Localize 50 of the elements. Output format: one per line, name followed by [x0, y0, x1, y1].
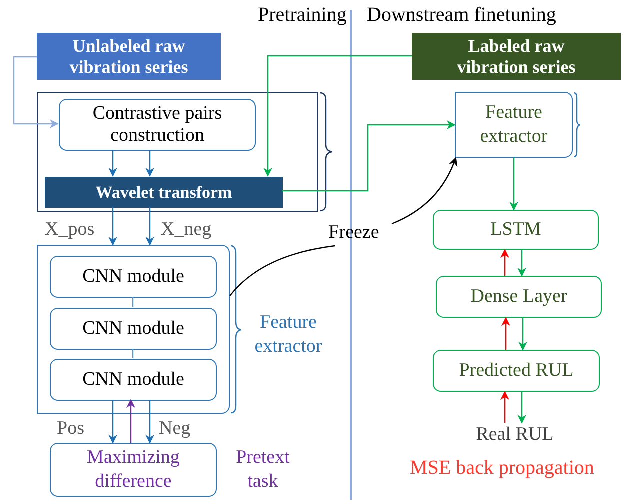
arrow — [518, 392, 526, 424]
arrow — [500, 249, 510, 276]
section-heading: MSE back propagation — [410, 456, 594, 480]
box-text: LSTM — [490, 218, 542, 242]
box-text: Maximizing difference — [86, 446, 181, 494]
arrow — [126, 399, 136, 443]
box-text: Wavelet transform — [96, 182, 232, 204]
arrow — [146, 400, 154, 444]
arrow — [282, 120, 456, 192]
section-heading: Pretraining — [258, 3, 347, 27]
node-text: Real RUL — [476, 422, 554, 447]
input-box — [37, 33, 221, 80]
arrow — [502, 317, 510, 350]
arrow — [108, 400, 118, 444]
arrow — [518, 318, 528, 351]
arrow — [510, 158, 518, 211]
arrow — [13, 56, 59, 128]
process-box — [50, 359, 217, 401]
arrow — [146, 207, 154, 246]
section-heading: Downstream finetuning — [367, 3, 556, 27]
process-box — [50, 308, 217, 350]
box-text: Feature extractor — [479, 101, 549, 149]
process-box — [433, 210, 599, 250]
arrow — [518, 250, 526, 277]
box-text: CNN module — [82, 316, 184, 341]
process-box — [50, 256, 217, 298]
box-text: CNN module — [82, 368, 184, 392]
side-caption: Pretext task — [235, 446, 291, 494]
box-text: Labeled raw vibration series — [456, 36, 577, 78]
arrow — [264, 55, 412, 177]
process-box — [45, 177, 283, 208]
box-text: CNN module — [82, 264, 184, 289]
arrow — [146, 150, 154, 177]
arrow — [500, 391, 510, 423]
node-text: Freeze — [328, 221, 380, 246]
box-text: Predicted RUL — [459, 358, 574, 383]
box-text: Contrastive pairs construction — [92, 103, 224, 147]
process-box — [433, 350, 600, 392]
arrow — [108, 207, 118, 246]
side-caption: Feature extractor — [254, 311, 324, 359]
leader-line — [230, 245, 336, 296]
arrow — [392, 157, 458, 225]
input-box — [412, 33, 621, 80]
process-box — [436, 276, 602, 318]
process-box — [455, 92, 573, 158]
process-box — [59, 99, 256, 151]
arrow — [108, 150, 118, 177]
box-text: Dense Layer — [470, 284, 568, 309]
pretraining-frame — [37, 92, 318, 212]
box-text: Unlabeled raw vibration series — [68, 36, 190, 78]
